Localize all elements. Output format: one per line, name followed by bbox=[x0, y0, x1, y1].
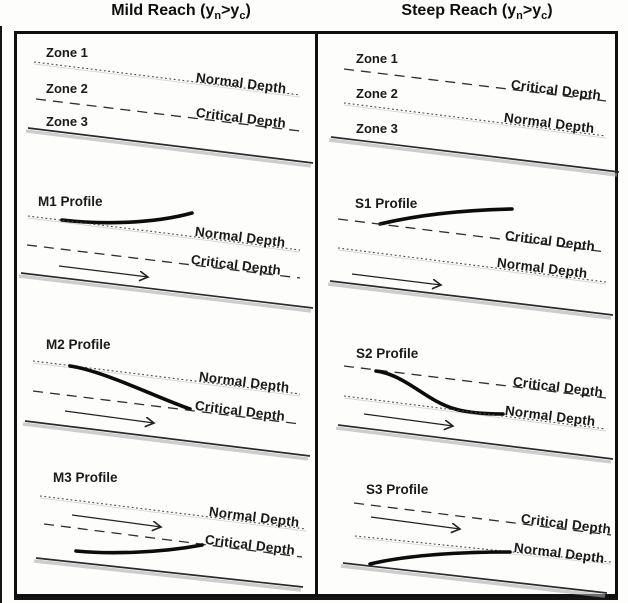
flow-direction-arrow bbox=[64, 410, 154, 423]
critical-depth-line bbox=[343, 68, 607, 102]
subscript-n: n bbox=[516, 10, 523, 23]
m3-profile-title: M3 Profile bbox=[53, 470, 118, 485]
channel-bed-shadow bbox=[33, 559, 302, 592]
m2-profile-curve bbox=[68, 364, 192, 411]
zone-2-label: Zone 2 bbox=[46, 81, 88, 96]
mild-reach-title-mid: >y bbox=[221, 2, 240, 19]
s2-profile-curve bbox=[374, 369, 505, 416]
steep-reach-title-close: ) bbox=[547, 2, 553, 19]
normal-depth-line bbox=[354, 535, 612, 563]
flow-direction-arrow bbox=[370, 516, 460, 529]
channel-bed-shadow bbox=[335, 426, 612, 464]
s3-profile-title: S3 Profile bbox=[366, 482, 429, 497]
flow-direction-arrow bbox=[58, 265, 148, 277]
flow-direction-arrow bbox=[363, 413, 453, 426]
normal-depth-line-shadow bbox=[39, 497, 307, 532]
mild-reach-title: Mild Reach (yn>yc) bbox=[111, 2, 251, 22]
critical-depth-line bbox=[35, 98, 301, 132]
channel-bed-shadow bbox=[18, 274, 312, 313]
s1-profile-curve bbox=[378, 207, 514, 226]
mild-reach-title-close: ) bbox=[245, 2, 251, 19]
m1-profile-title: M1 Profile bbox=[38, 194, 103, 209]
zone-2-label: Zone 2 bbox=[356, 86, 398, 101]
m2-profile-panel bbox=[22, 360, 311, 461]
channel-bed-shadow bbox=[327, 282, 612, 320]
channel-bed-line bbox=[330, 136, 620, 173]
normal-depth-line bbox=[39, 495, 307, 530]
channel-bed-line bbox=[20, 272, 314, 309]
channel-bed-shadow bbox=[25, 129, 312, 168]
m1-profile-panel bbox=[18, 211, 314, 313]
channel-bed-line bbox=[27, 127, 314, 164]
critical-depth-line bbox=[43, 523, 303, 558]
critical-depth-line bbox=[337, 218, 607, 253]
channel-bed-line bbox=[24, 420, 311, 457]
subscript-c: c bbox=[239, 10, 246, 23]
channel-bed-line bbox=[337, 424, 614, 460]
normal-depth-line-shadow bbox=[343, 397, 607, 432]
zone-3-label: Zone 3 bbox=[356, 121, 398, 136]
s2-profile-panel bbox=[335, 365, 614, 464]
normal-depth-line bbox=[343, 102, 607, 137]
channel-bed-line bbox=[342, 562, 608, 594]
m3-profile-curve bbox=[74, 543, 204, 555]
flow-direction-arrow bbox=[71, 514, 161, 527]
channel-bed-shadow bbox=[340, 564, 606, 598]
channel-bed-line bbox=[329, 280, 614, 316]
s3-profile-panel bbox=[340, 502, 612, 598]
critical-depth-line bbox=[26, 244, 301, 279]
zone-1-label: Zone 1 bbox=[46, 45, 88, 60]
subscript-c: c bbox=[541, 10, 548, 23]
flow-direction-arrow bbox=[351, 273, 441, 285]
channel-bed-shadow bbox=[22, 422, 309, 461]
zone-3-label: Zone 3 bbox=[46, 114, 88, 129]
normal-depth-line bbox=[337, 247, 607, 283]
m3-profile-panel bbox=[33, 495, 307, 592]
s1-profile-panel bbox=[327, 207, 614, 320]
mild-reach-title-text: Mild Reach (y bbox=[111, 2, 215, 19]
normal-depth-line bbox=[27, 215, 301, 251]
normal-depth-line-shadow bbox=[343, 104, 607, 139]
critical-depth-line bbox=[343, 365, 607, 399]
normal-depth-line-shadow bbox=[337, 249, 607, 285]
s1-profile-title: S1 Profile bbox=[355, 196, 418, 211]
m1-profile-curve bbox=[60, 211, 194, 225]
channel-bed-line bbox=[35, 557, 304, 588]
bottom-border-strip bbox=[14, 595, 618, 600]
steep-zones-panel bbox=[328, 68, 620, 177]
zone-1-label: Zone 1 bbox=[356, 51, 398, 66]
normal-depth-line-shadow bbox=[33, 63, 301, 98]
steep-reach-title-text: Steep Reach (y bbox=[401, 2, 517, 19]
critical-depth-line bbox=[353, 502, 612, 536]
s3-profile-curve bbox=[368, 550, 512, 566]
mild-zones-panel bbox=[25, 61, 314, 168]
steep-reach-title-mid: >y bbox=[522, 2, 542, 19]
subscript-n: n bbox=[214, 10, 222, 23]
channel-bed-shadow bbox=[328, 138, 618, 177]
normal-depth-line bbox=[343, 395, 607, 430]
scan-edge-artifact bbox=[0, 26, 2, 603]
normal-depth-line bbox=[33, 61, 301, 96]
m2-profile-title: M2 Profile bbox=[46, 337, 111, 352]
s2-profile-title: S2 Profile bbox=[356, 346, 419, 361]
steep-reach-title: Steep Reach (yn>yc) bbox=[401, 2, 552, 22]
normal-depth-line-shadow bbox=[27, 217, 301, 253]
critical-depth-line bbox=[32, 390, 301, 425]
